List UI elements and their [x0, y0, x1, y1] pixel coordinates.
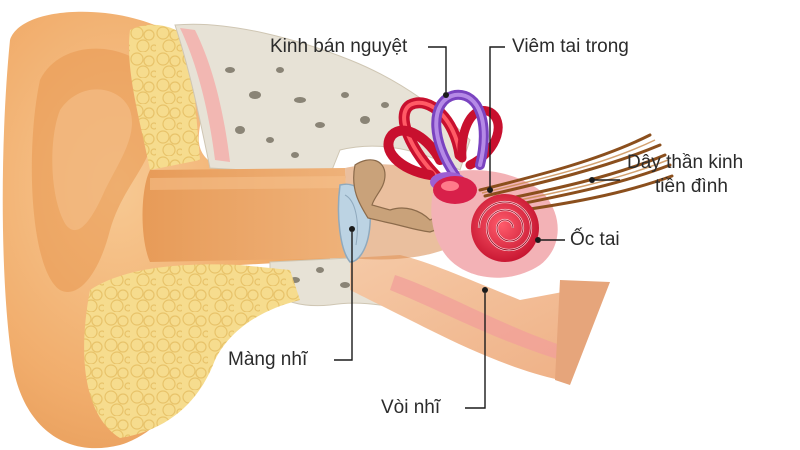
lower-fat-tissue	[84, 264, 300, 438]
label-eustachian-tube: Vòi nhĩ	[381, 397, 441, 418]
label-vestibular-nerve-line1: Dây thần kinh	[627, 152, 744, 173]
label-cochlea: Ốc tai	[570, 229, 620, 250]
label-eardrum: Màng nhĩ	[228, 349, 308, 370]
ear-canal	[142, 168, 350, 262]
label-semicircular-canal: Kinh bán nguyệt	[270, 36, 408, 57]
label-vestibular-nerve-line2: tiền đình	[655, 176, 728, 197]
label-inner-ear-inflammation: Viêm tai trong	[512, 36, 629, 57]
upper-fat-tissue	[129, 24, 200, 170]
cochlea-shape	[471, 194, 539, 262]
leader-lines	[334, 46, 620, 409]
ossicles	[353, 159, 452, 233]
bone-pores	[211, 67, 389, 158]
